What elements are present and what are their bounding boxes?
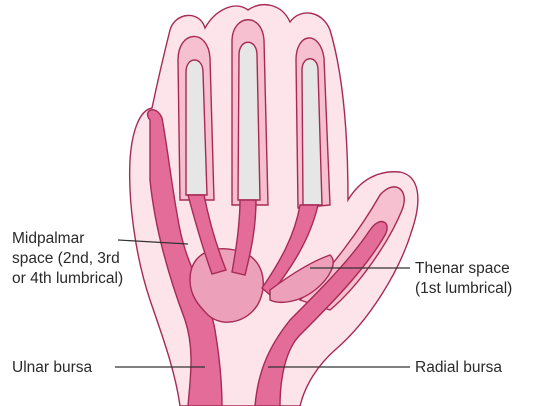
- index-tendon: [302, 59, 322, 205]
- middle-tendon: [238, 42, 260, 200]
- ulnar-bursa-label: Ulnar bursa: [12, 359, 92, 376]
- thenar-label-line-2: (1st lumbrical): [415, 280, 512, 297]
- midpalmar-label: Midpalmar space (2nd, 3rd or 4th lumbric…: [12, 230, 124, 287]
- ring-tendon: [186, 60, 207, 195]
- midpalmar-label-line-3: or 4th lumbrical): [12, 270, 123, 287]
- thenar-label-line-1: Thenar space: [415, 260, 510, 277]
- radial-bursa-label: Radial bursa: [415, 359, 502, 376]
- thenar-label: Thenar space (1st lumbrical): [415, 260, 514, 297]
- midpalmar-label-line-2: space (2nd, 3rd: [12, 250, 120, 267]
- midpalmar-label-line-1: Midpalmar: [12, 230, 84, 247]
